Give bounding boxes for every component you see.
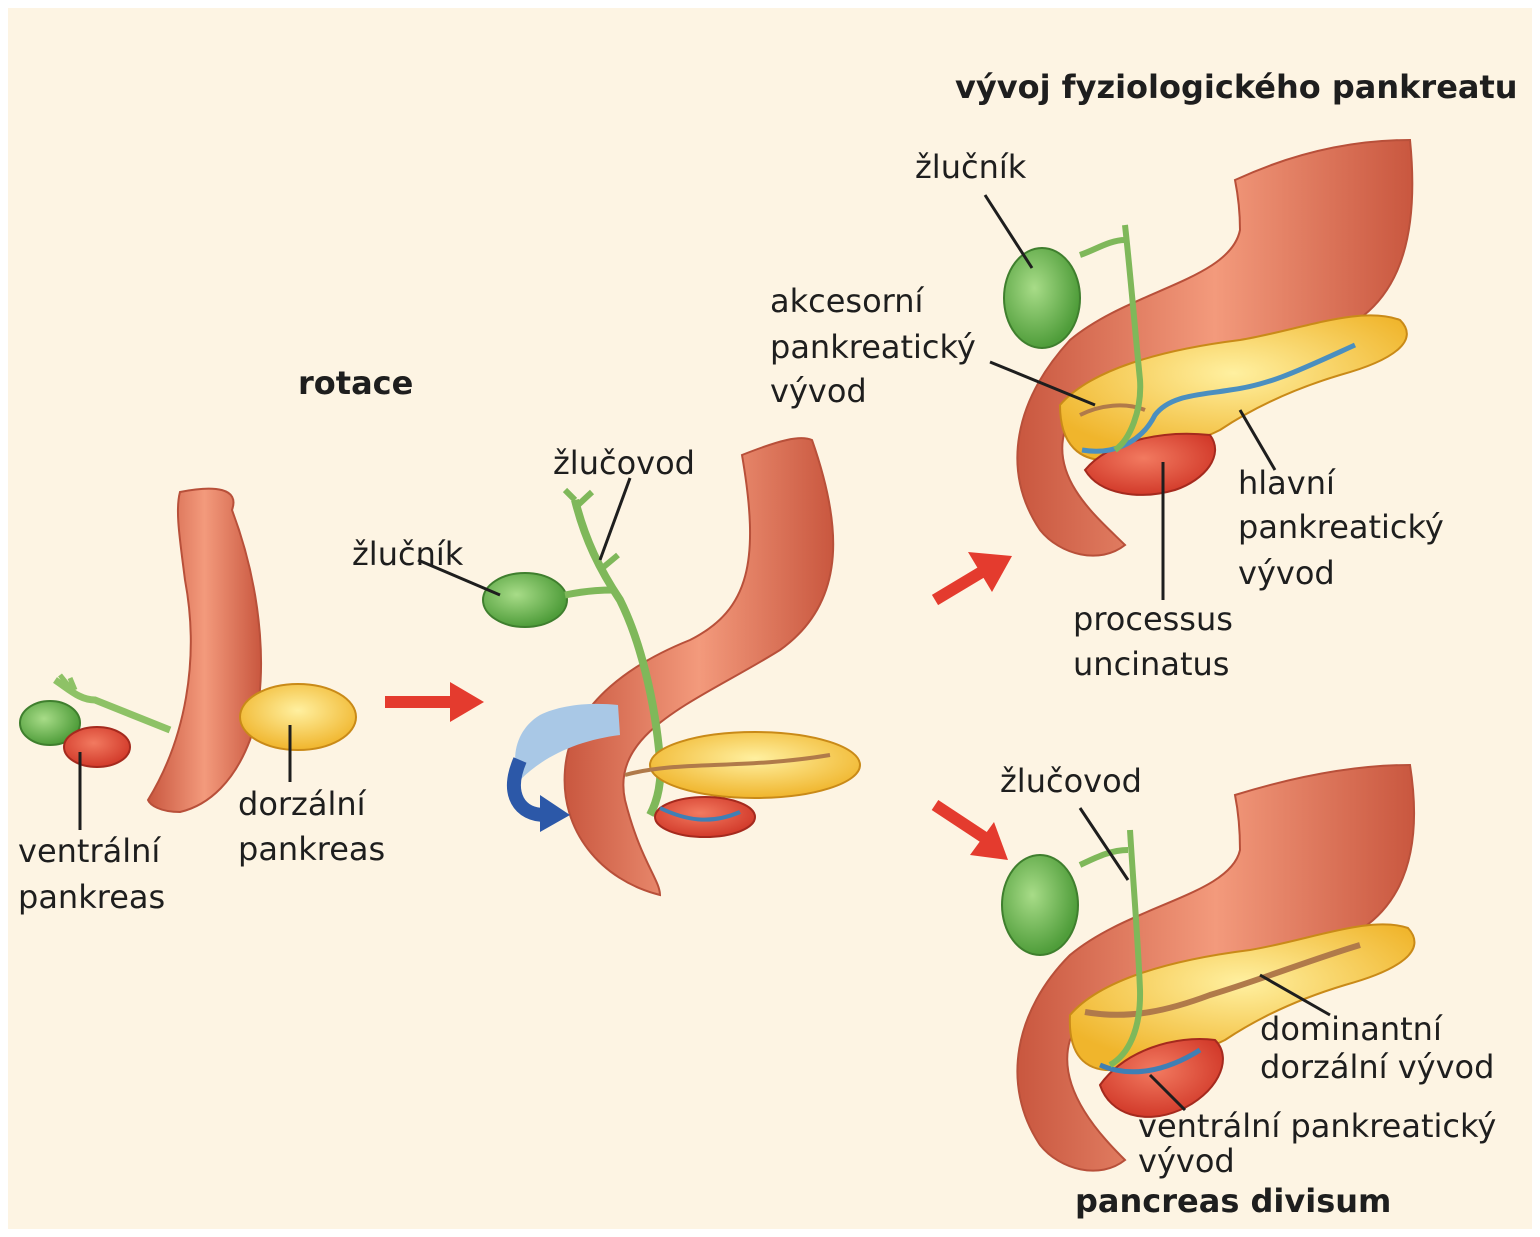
divisum-gallbladder <box>1002 855 1078 955</box>
svg-text:hlavní: hlavní <box>1238 464 1336 502</box>
stage1-dorsal-pancreas <box>240 684 356 750</box>
svg-text:pankreas: pankreas <box>238 830 385 868</box>
main-duct-label-3: vývod <box>1238 554 1335 592</box>
ventral-pancreas-label-1: ventrální <box>18 832 161 870</box>
svg-text:processus: processus <box>1073 600 1233 638</box>
normal-gallbladder-label: žlučník <box>915 148 1027 186</box>
svg-text:pankreas: pankreas <box>18 878 165 916</box>
svg-text:vývod: vývod <box>1138 1142 1235 1180</box>
ventral-duct-label-1: ventrální pankreatický <box>1138 1107 1496 1145</box>
common-bile-duct-label: žlučovod <box>553 444 695 482</box>
main-duct-label-1: hlavní <box>1238 464 1336 502</box>
svg-text:dominantní: dominantní <box>1260 1010 1443 1048</box>
uncinate-label-2: uncinatus <box>1073 645 1229 683</box>
svg-text:akcesorní: akcesorní <box>770 282 925 320</box>
svg-text:dorzální vývod: dorzální vývod <box>1260 1048 1494 1086</box>
svg-text:dorzální: dorzální <box>238 785 367 823</box>
dorsal-pancreas-label-2: pankreas <box>238 830 385 868</box>
svg-text:pankreatický: pankreatický <box>770 328 976 366</box>
svg-text:ventrální: ventrální <box>18 832 161 870</box>
divisum-title: pancreas divisum <box>1075 1182 1391 1220</box>
accessory-duct-label-3: vývod <box>770 372 867 410</box>
stage2-ventral-pancreas <box>655 797 755 837</box>
dominant-duct-label-1: dominantní <box>1260 1010 1443 1048</box>
svg-text:ventrální pankreatický: ventrální pankreatický <box>1138 1107 1496 1145</box>
normal-development-title: vývoj fyziologického pankreatu <box>955 68 1518 106</box>
gallbladder-label: žlučník <box>352 535 464 573</box>
ventral-pancreas-label-2: pankreas <box>18 878 165 916</box>
dominant-duct-label-2: dorzální vývod <box>1260 1048 1494 1086</box>
stage1-ventral-pancreas <box>64 727 130 767</box>
svg-text:vývod: vývod <box>1238 554 1335 592</box>
accessory-duct-label-2: pankreatický <box>770 328 976 366</box>
divisum-bile-duct-label: žlučovod <box>1000 762 1142 800</box>
svg-text:uncinatus: uncinatus <box>1073 645 1229 683</box>
dorsal-pancreas-label-1: dorzální <box>238 785 367 823</box>
rotation-title: rotace <box>298 364 413 402</box>
normal-gallbladder <box>1004 248 1080 348</box>
uncinate-label-1: processus <box>1073 600 1233 638</box>
svg-text:vývod: vývod <box>770 372 867 410</box>
stage2-gallbladder <box>483 573 567 627</box>
accessory-duct-label-1: akcesorní <box>770 282 925 320</box>
svg-text:pankreatický: pankreatický <box>1238 508 1444 546</box>
main-duct-label-2: pankreatický <box>1238 508 1444 546</box>
ventral-duct-label-2: vývod <box>1138 1142 1235 1180</box>
